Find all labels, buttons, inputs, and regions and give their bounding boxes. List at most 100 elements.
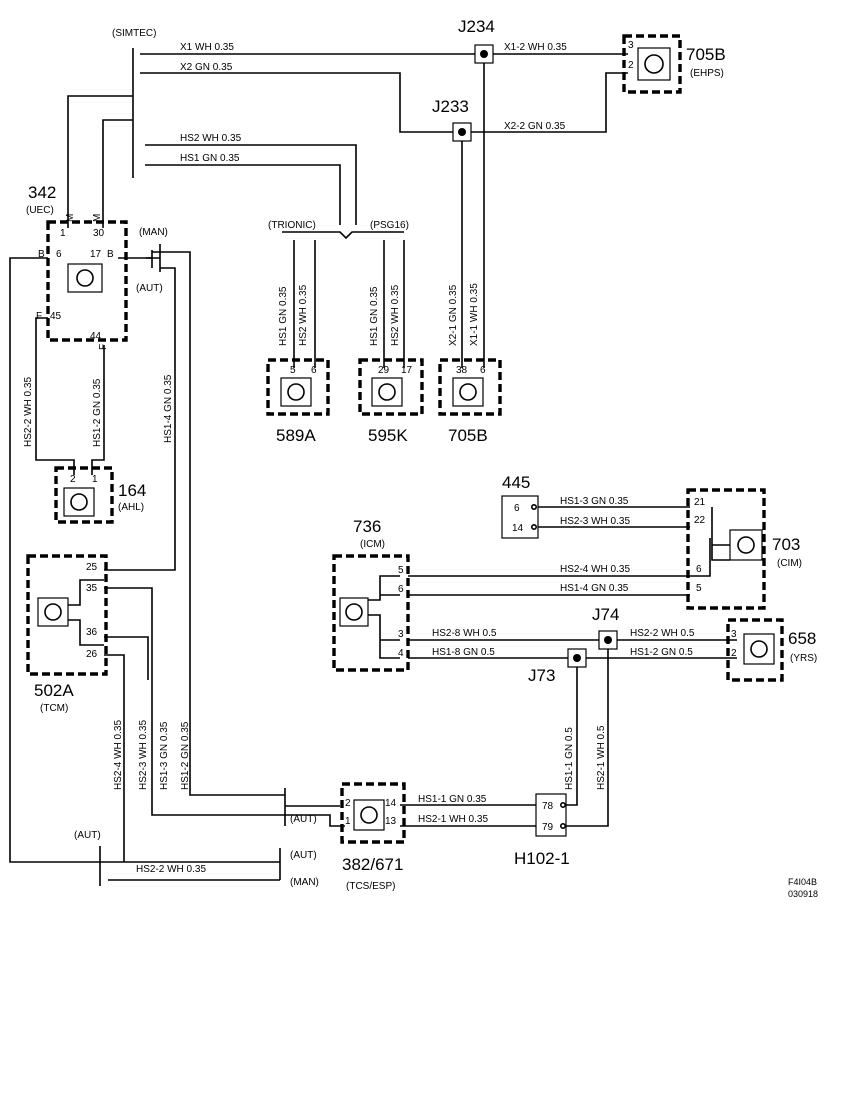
- pin-502a-25: 25: [86, 562, 98, 573]
- pin-382-2: 2: [345, 798, 351, 809]
- pin-342-1: 1: [60, 228, 66, 239]
- component-164[interactable]: 164 (AHL) 2 1: [54, 466, 146, 524]
- component-703-name: (CIM): [777, 558, 802, 569]
- pin-595k-17: 17: [401, 365, 413, 376]
- pin-445-14: 14: [512, 523, 524, 534]
- mid-wiring: [368, 506, 737, 827]
- group-labels: (SIMTEC) (TRIONIC) (PSG16) (MAN) (AUT) (…: [74, 28, 409, 888]
- wire-label-hs2-8: HS2-8 WH 0.5: [432, 628, 497, 639]
- pin-382-1: 1: [345, 816, 351, 827]
- component-445-id: 445: [502, 473, 530, 492]
- component-703-id: 703: [772, 535, 800, 554]
- component-705b-bottom[interactable]: 705B 38 6: [438, 358, 502, 445]
- wire-342-m2: [102, 119, 133, 228]
- component-502a[interactable]: 502A (TCM) 25 35 36 26: [26, 554, 108, 714]
- pin-703-22: 22: [694, 515, 706, 526]
- pin-705b-top-2: 2: [628, 60, 634, 71]
- wire-label-hs2-4: HS2-4 WH 0.35: [560, 564, 630, 575]
- junction-j234-label: J234: [458, 17, 495, 36]
- component-445[interactable]: 445 6 14: [501, 473, 539, 539]
- wire-label-hs1-4: HS1-4 GN 0.35: [560, 583, 629, 594]
- pin-502a-36: 36: [86, 627, 98, 638]
- pin-342-6: 6: [56, 249, 62, 260]
- label-man-bottom: (MAN): [290, 877, 319, 888]
- wire-label-v-x1-1: X1-1 WH 0.35: [469, 283, 480, 346]
- pin-342-45: 45: [50, 311, 62, 322]
- component-342[interactable]: 342 (UEC) 1 30 M M B 6 17 B F 45 44 F: [26, 183, 128, 350]
- pin-736-3: 3: [398, 629, 404, 640]
- label-man-top: (MAN): [139, 227, 168, 238]
- junction-j233[interactable]: J233: [432, 97, 472, 142]
- junction-j74-label: J74: [592, 605, 619, 624]
- wire-label-x1-2: X1-2 WH 0.35: [504, 42, 567, 53]
- junction-j73[interactable]: J73: [528, 648, 587, 685]
- junction-j74[interactable]: J74: [592, 605, 619, 650]
- component-658[interactable]: 658 (YRS) 3 2: [726, 618, 817, 682]
- wire-label-hs1-3: HS1-3 GN 0.35: [560, 496, 629, 507]
- label-trionic: (TRIONIC): [268, 220, 316, 231]
- component-705b-top-name: (EHPS): [690, 68, 724, 79]
- wire-to-382: [285, 805, 345, 827]
- component-h102-id: H102-1: [514, 849, 570, 868]
- footer-code: F4I04B: [788, 877, 817, 887]
- bottom-brackets: [99, 788, 286, 886]
- wire-label-v-595-hs1: HS1 GN 0.35: [369, 286, 380, 346]
- wire-hs1-1-vert: [566, 658, 578, 806]
- pin-705b-top-3: 3: [628, 40, 634, 51]
- component-595k[interactable]: 595K 29 17: [358, 358, 424, 445]
- pin-342-f1: F: [36, 311, 42, 322]
- component-705b-top[interactable]: 705B (EHPS) 3 2: [622, 34, 726, 94]
- pin-342-44: 44: [90, 331, 102, 342]
- wire-label-v-hs1-2: HS1-2 GN 0.35: [92, 378, 103, 447]
- pin-502a-26: 26: [86, 649, 98, 660]
- pin-658-3: 3: [731, 629, 737, 640]
- component-589a-id: 589A: [276, 426, 316, 445]
- component-h102-1[interactable]: H102-1 78 79: [514, 793, 570, 868]
- pin-658-2: 2: [731, 648, 737, 659]
- wire-b-left: [9, 257, 100, 863]
- component-342-id: 342: [28, 183, 56, 202]
- left-wiring: [9, 244, 345, 886]
- component-595k-id: 595K: [368, 426, 408, 445]
- label-aut-382a: (AUT): [290, 814, 317, 825]
- pin-736-4: 4: [398, 648, 404, 659]
- man-aut-switch-wire: [146, 244, 285, 796]
- component-736-id: 736: [353, 517, 381, 536]
- component-703[interactable]: 703 (CIM) 21 22 6 5: [686, 488, 802, 610]
- wire-label-hs1-top: HS1 GN 0.35: [180, 153, 240, 164]
- component-589a[interactable]: 589A 5 6: [266, 358, 330, 445]
- component-736-name: (ICM): [360, 539, 385, 550]
- component-502a-name: (TCM): [40, 703, 68, 714]
- wire-502a-36-26: [104, 636, 149, 862]
- wire-label-v-589-hs2: HS2 WH 0.35: [298, 284, 309, 346]
- component-658-name: (YRS): [790, 653, 817, 664]
- wire-label-v-595-hs2: HS2 WH 0.35: [390, 284, 401, 346]
- wire-hs2-2-164: [35, 317, 75, 475]
- component-382-671[interactable]: 382/671 (TCS/ESP) 2 1 14 13: [340, 782, 406, 892]
- wire-label-v-hs1-4: HS1-4 GN 0.35: [163, 374, 174, 443]
- pin-342-m2: M: [92, 214, 103, 222]
- pin-703-5: 5: [696, 583, 702, 594]
- pin-445-6: 6: [514, 503, 520, 514]
- wire-label-v-hs2-4: HS2-4 WH 0.35: [113, 720, 124, 790]
- wire-label-hs2-1: HS2-1 WH 0.35: [418, 814, 488, 825]
- pin-342-b2: B: [107, 249, 114, 260]
- component-164-id: 164: [118, 481, 146, 500]
- pin-h102-78: 78: [542, 801, 554, 812]
- top-wiring: [67, 48, 628, 368]
- label-aut-top: (AUT): [136, 283, 163, 294]
- wire-label-x2: X2 GN 0.35: [180, 62, 233, 73]
- wire-label-hs1-2-658: HS1-2 GN 0.5: [630, 647, 693, 658]
- label-psg16: (PSG16): [370, 220, 409, 231]
- wire-label-hs2-2-658: HS2-2 WH 0.5: [630, 628, 695, 639]
- tcm-internal: [68, 579, 104, 646]
- junction-j234[interactable]: J234: [458, 17, 495, 64]
- component-382-name: (TCS/ESP): [346, 881, 395, 892]
- pin-705b-6: 6: [480, 365, 486, 376]
- component-736[interactable]: 736 (ICM) 5 6 3 4: [332, 517, 410, 672]
- wire-labels-horizontal: X1 WH 0.35 X2 GN 0.35 X1-2 WH 0.35 X2-2 …: [136, 42, 695, 875]
- wire-label-v-hs1-3: HS1-3 GN 0.35: [159, 721, 170, 790]
- pin-703-21: 21: [694, 497, 706, 508]
- wire-label-v-hs1-1: HS1-1 GN 0.5: [564, 727, 575, 790]
